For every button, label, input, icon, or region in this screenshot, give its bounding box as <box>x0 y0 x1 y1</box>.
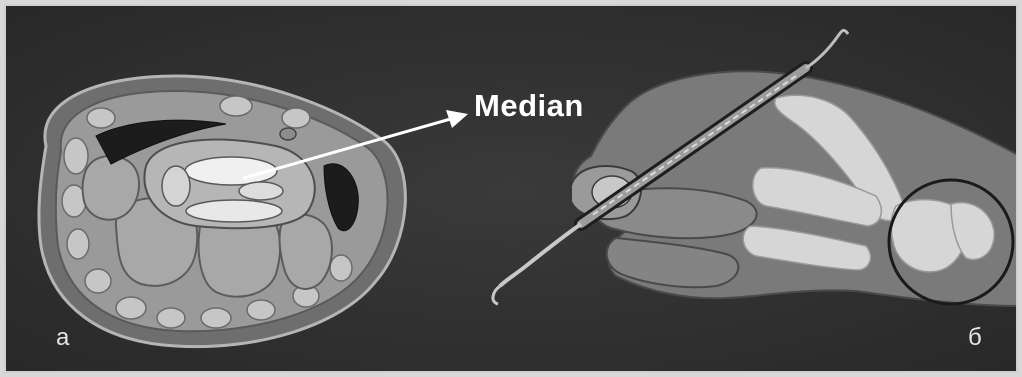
panel-label-a: а <box>56 324 69 352</box>
median-nerve-label: Median <box>474 88 584 124</box>
carpal-tunnel <box>144 140 314 229</box>
figure-drawing <box>6 6 1018 373</box>
small-vessel <box>280 128 296 140</box>
figure-panel: Median а б <box>4 4 1018 373</box>
panel-label-b: б <box>968 324 982 352</box>
